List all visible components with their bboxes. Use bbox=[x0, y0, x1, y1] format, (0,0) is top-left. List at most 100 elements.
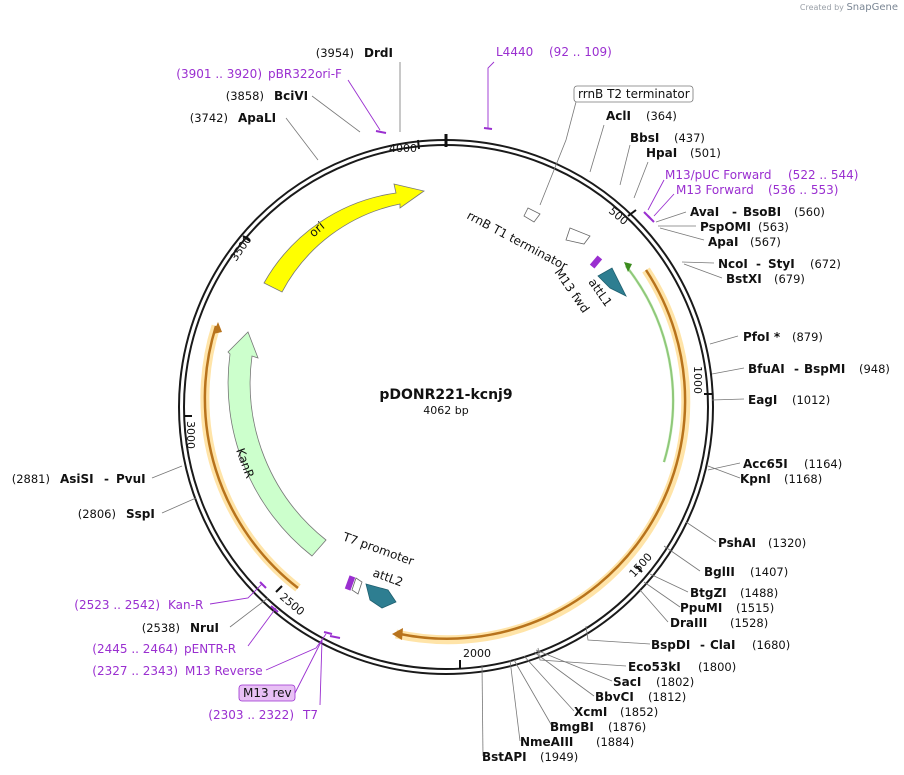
enzyme-nmeaiii: NmeAIII bbox=[520, 735, 573, 749]
enzyme-ppumi: PpuMI bbox=[680, 601, 722, 615]
enzyme-bbsi: BbsI bbox=[630, 131, 659, 145]
t7-small-feature[interactable] bbox=[351, 577, 363, 595]
snapgene-logo: SnapGene bbox=[846, 2, 898, 13]
enzyme-saci-pos: (1802) bbox=[656, 675, 694, 689]
left-orange-arc bbox=[203, 325, 299, 589]
enzyme-draiii: DraIII bbox=[670, 616, 707, 630]
primer-pentr-r-range: (2445 .. 2464) bbox=[92, 642, 178, 656]
enzyme-saci: SacI bbox=[613, 675, 641, 689]
tick-label-1000: 1000 bbox=[691, 366, 704, 394]
enzyme-nrui: NruI bbox=[190, 621, 219, 635]
insert-highlight bbox=[395, 267, 691, 645]
primer-marks bbox=[259, 127, 655, 639]
credit: Created by SnapGene bbox=[800, 2, 898, 13]
attl1-feature[interactable] bbox=[597, 267, 627, 297]
enzyme-pspomi: PspOMI bbox=[700, 220, 751, 234]
enzyme-nrui-pos: (2538) bbox=[142, 621, 180, 635]
tick-label-4000: 4000 bbox=[389, 142, 417, 155]
enzyme-styi-pos: (672) bbox=[810, 257, 841, 271]
credit-prefix: Created by bbox=[799, 3, 844, 12]
enzyme-pshai-pos: (1320) bbox=[768, 536, 806, 550]
enzyme-labels: (3954) DrdI (3858) BciVI (3742) ApaLI Ac… bbox=[12, 46, 890, 764]
primer-m13-reverse-range: (2327 .. 2343) bbox=[92, 664, 178, 678]
enzyme-ncoi: NcoI bbox=[718, 257, 748, 271]
primer-pentr-r: pENTR-R bbox=[184, 642, 236, 656]
enzyme-leaders bbox=[151, 62, 745, 757]
primer-l4440-range: (92 .. 109) bbox=[549, 45, 612, 59]
enzyme-xcmi-pos: (1852) bbox=[620, 705, 658, 719]
enzyme-bsobi: BsoBI bbox=[743, 205, 781, 219]
primer-t7: T7 bbox=[302, 708, 318, 722]
enzyme-bspdi-clai-sep: - bbox=[700, 638, 705, 652]
enzyme-bmgbi: BmgBI bbox=[550, 720, 594, 734]
enzyme-apali: ApaLI bbox=[238, 111, 276, 125]
tick-label-3000: 3000 bbox=[184, 421, 197, 449]
enzyme-pshai: PshAI bbox=[718, 536, 756, 550]
kanr-feature[interactable] bbox=[227, 331, 327, 557]
enzyme-acli: AclI bbox=[606, 109, 631, 123]
enzyme-ppumi-pos: (1515) bbox=[736, 601, 774, 615]
primer-m13-puc-forward: M13/pUC Forward bbox=[665, 168, 772, 182]
primer-pbr322ori-f-range: (3901 .. 3920) bbox=[176, 67, 262, 81]
terminator-leader bbox=[539, 101, 577, 206]
plasmid-name: pDONR221-kcnj9 bbox=[379, 387, 512, 403]
enzyme-asisi-pos: (2881) bbox=[12, 472, 50, 486]
enzyme-eco53ki-pos: (1800) bbox=[698, 660, 736, 674]
enzyme-drdi: DrdI bbox=[364, 46, 393, 60]
terminator-box-label: rrnB T2 terminator bbox=[578, 87, 690, 101]
t7-promoter-feature[interactable] bbox=[344, 575, 356, 591]
left-orange-arrowhead bbox=[213, 322, 222, 334]
tick-label-2000: 2000 bbox=[463, 647, 491, 660]
t7-promoter-label: T7 promoter bbox=[340, 529, 416, 568]
rrnb-t1-feature[interactable] bbox=[565, 227, 591, 245]
enzyme-bsobi-pos: (560) bbox=[794, 205, 825, 219]
enzyme-btgzi-pos: (1488) bbox=[740, 586, 778, 600]
m13-fwd-label: M13 fwd bbox=[552, 266, 593, 316]
enzyme-asisi: AsiSI bbox=[60, 472, 94, 486]
enzyme-draiii-pos: (1528) bbox=[730, 616, 768, 630]
enzyme-bspmi-pos: (948) bbox=[859, 362, 890, 376]
primer-pbr322ori-f: pBR322ori-F bbox=[268, 67, 342, 81]
enzyme-bcivi: BciVI bbox=[274, 89, 308, 103]
primer-t7-range: (2303 .. 2322) bbox=[208, 708, 294, 722]
primer-labels: L4440 (92 .. 109) (3901 .. 3920) pBR322o… bbox=[74, 45, 858, 722]
attl2-feature[interactable] bbox=[365, 583, 397, 609]
terminator-box bbox=[573, 85, 694, 103]
primer-m13-puc-forward-range: (522 .. 544) bbox=[788, 168, 858, 182]
primer-l4440: L4440 bbox=[496, 45, 533, 59]
enzyme-eagi-pos: (1012) bbox=[792, 393, 830, 407]
attl2-label: attL2 bbox=[371, 566, 405, 590]
enzyme-avai-bsobi-sep: - bbox=[732, 205, 737, 219]
enzyme-hpai: HpaI bbox=[646, 146, 677, 160]
enzyme-kpni: KpnI bbox=[740, 472, 771, 486]
enzyme-drdi-pos: (3954) bbox=[316, 46, 354, 60]
enzyme-ncoi-styi-sep: - bbox=[756, 257, 761, 271]
primer-m13-forward: M13 Forward bbox=[676, 183, 754, 197]
green-arc bbox=[625, 265, 675, 463]
enzyme-acc65i: Acc65I bbox=[743, 457, 788, 471]
rrnb-t2-feature[interactable] bbox=[523, 207, 541, 223]
enzyme-bfuai-bspmi-sep: - bbox=[794, 362, 799, 376]
enzyme-bbvci: BbvCI bbox=[595, 690, 634, 704]
enzyme-clai: ClaI bbox=[710, 638, 735, 652]
enzyme-eco53ki: Eco53kI bbox=[628, 660, 681, 674]
insert-arrowhead bbox=[392, 628, 403, 640]
primer-m13-reverse: M13 Reverse bbox=[185, 664, 263, 678]
primer-kan-r: Kan-R bbox=[168, 598, 203, 612]
enzyme-bspmi: BspMI bbox=[804, 362, 845, 376]
enzyme-nmeaiii-pos: (1884) bbox=[596, 735, 634, 749]
green-arc-highlight bbox=[624, 265, 675, 463]
green-arrowhead bbox=[624, 262, 632, 272]
m13-rev-box-label: M13 rev bbox=[243, 686, 292, 700]
ori-feature[interactable] bbox=[263, 183, 425, 293]
enzyme-apai: ApaI bbox=[708, 235, 738, 249]
insert-arc bbox=[399, 269, 687, 640]
enzyme-bstxi-pos: (679) bbox=[774, 272, 805, 286]
primer-m13-forward-range: (536 .. 553) bbox=[768, 183, 838, 197]
enzyme-bbvci-pos: (1812) bbox=[648, 690, 686, 704]
enzyme-bcivi-pos: (3858) bbox=[226, 89, 264, 103]
m13-fwd-feature[interactable] bbox=[589, 255, 603, 269]
enzyme-asisi-pvui-sep: - bbox=[104, 472, 109, 486]
enzyme-pfoi: PfoI * bbox=[743, 330, 781, 344]
enzyme-eagi: EagI bbox=[748, 393, 777, 407]
